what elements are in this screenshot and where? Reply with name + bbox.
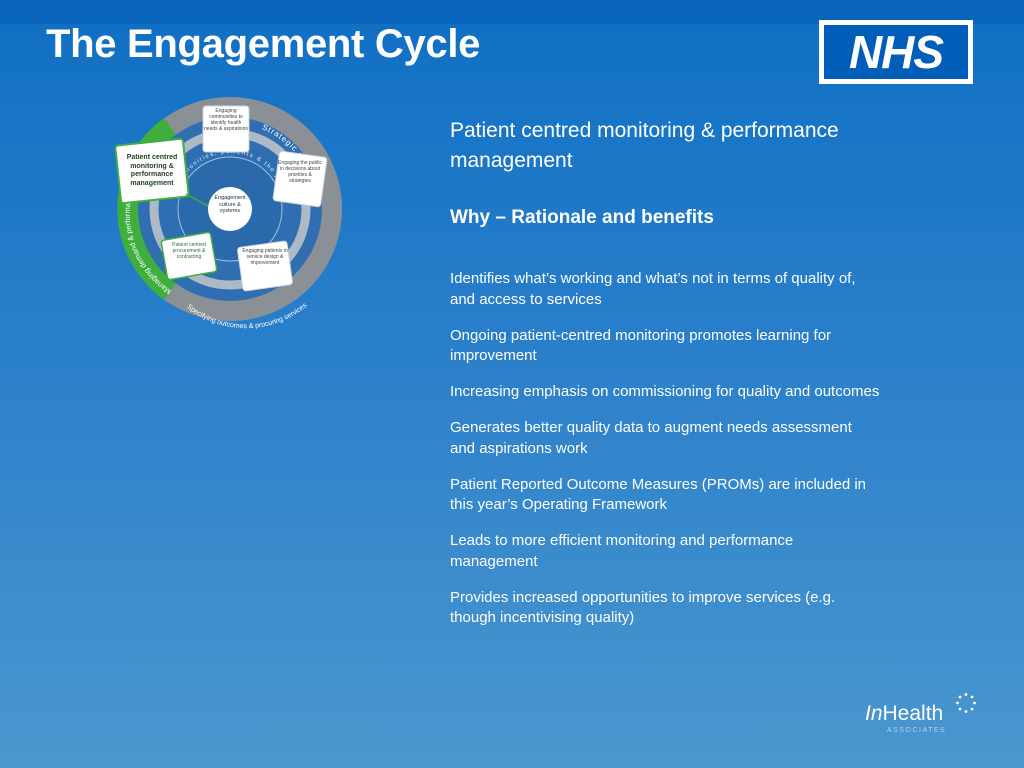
rationale-heading: Why – Rationale and benefits [450, 207, 714, 228]
stage-label-needs: Engaging communities to identify health … [204, 108, 248, 132]
section-subtitle: Patient centred monitoring & performance… [450, 119, 839, 172]
stars-ring-icon [956, 693, 976, 713]
stage-label-monitoring: Patient centred monitoring & performance… [126, 154, 178, 187]
inhealth-subtext: ASSOCIATES [887, 727, 947, 734]
benefit-item: Provides increased opportunities to impr… [450, 588, 836, 627]
benefit-item: Generates better quality data to augment… [450, 419, 852, 457]
nhs-logo: NHS [819, 20, 973, 84]
center-circle [208, 187, 252, 231]
stage-box-service-design: Engaging patients in service design & im… [237, 240, 293, 292]
content-column: Patient centred monitoring & performance… [450, 116, 880, 644]
benefit-item: Leads to more efficient monitoring and p… [450, 532, 794, 570]
nhs-logo-text: NHS [824, 25, 968, 79]
center-label-box: Engagement culture & systems [214, 195, 246, 214]
benefits-list: Identifies what’s working and what’s not… [450, 269, 880, 629]
inhealth-logo: InHealth ASSOCIATES [865, 692, 985, 740]
highlight-connector [185, 193, 209, 207]
stage-label-priorities: Engaging the public in decisions about p… [278, 160, 322, 184]
stage-label-procurement: Patient centred procurement & contractin… [172, 242, 206, 260]
stage-label-service-design: Engaging patients in service design & im… [242, 248, 288, 266]
center-label: Engagement culture & systems [214, 195, 246, 214]
stage-box-needs: Engaging communities to identify health … [202, 105, 250, 153]
benefit-item: Identifies what’s working and what’s not… [450, 270, 856, 308]
engagement-cycle-diagram: Strategic planning Specifying outcomes &… [114, 97, 342, 330]
stage-box-priorities: Engaging the public in decisions about p… [272, 150, 328, 208]
benefit-item: Increasing emphasis on commissioning for… [450, 383, 880, 400]
inhealth-wordmark: InHealth [865, 702, 944, 725]
benefit-item: Patient Reported Outcome Measures (PROMs… [450, 475, 867, 514]
benefit-item: Ongoing patient-centred monitoring promo… [450, 326, 832, 365]
stage-box-procurement: Patient centred procurement & contractin… [160, 231, 218, 281]
stage-box-monitoring: Patient centred monitoring & performance… [114, 137, 190, 205]
slide-title: The Engagement Cycle [46, 22, 481, 66]
